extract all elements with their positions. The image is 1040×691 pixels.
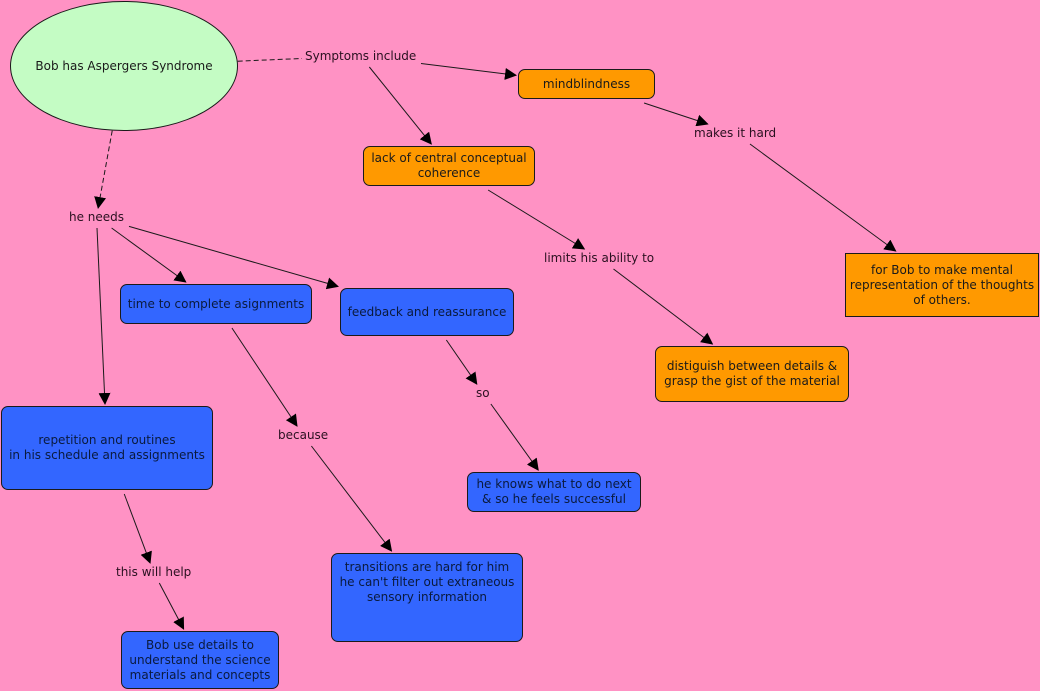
connection-repetition-to-will_help xyxy=(123,493,152,564)
connection-needs-to-time xyxy=(111,227,187,283)
concept-mental-representation[interactable]: for Bob to make mental representation of… xyxy=(845,253,1039,317)
connection-feedback-to-so xyxy=(445,339,478,385)
concept-knows-what-next[interactable]: he knows what to do next & so he feels s… xyxy=(467,472,641,512)
connection-root-to-symptoms xyxy=(237,57,303,62)
connection-makes_hard-to-mental_rep xyxy=(749,143,897,252)
concept-lack-of-coherence[interactable]: lack of central conceptual coherence xyxy=(363,146,535,186)
link-he-needs[interactable]: he needs xyxy=(68,210,126,224)
concept-time-to-complete[interactable]: time to complete asignments xyxy=(120,284,312,324)
connection-symptoms-to-coherence xyxy=(368,66,432,145)
concept-feedback[interactable]: feedback and reassurance xyxy=(340,288,514,336)
link-limits-ability[interactable]: limits his ability to xyxy=(543,251,656,265)
concept-repetition-routines[interactable]: repetition and routines in his schedule … xyxy=(1,406,213,490)
connection-needs-to-feedback xyxy=(128,225,339,290)
concept-transitions-hard[interactable]: transitions are hard for him he can't fi… xyxy=(331,553,523,642)
connection-because-to-transitions xyxy=(310,445,393,552)
link-symptoms-include[interactable]: Symptoms include xyxy=(304,49,418,63)
connection-root-to-needs xyxy=(94,130,113,209)
connection-so-to-knows_next xyxy=(490,403,539,471)
connection-time-to-because xyxy=(231,327,298,427)
connection-needs-to-repetition xyxy=(96,227,111,405)
concept-use-details[interactable]: Bob use details to understand the scienc… xyxy=(121,631,279,689)
connection-symptoms-to-mindblindness xyxy=(420,62,517,80)
link-because[interactable]: because xyxy=(277,428,330,442)
concept-mindblindness[interactable]: mindblindness xyxy=(518,69,655,99)
connection-coherence-to-limits xyxy=(487,189,586,250)
concept-root[interactable]: Bob has Aspergers Syndrome xyxy=(10,1,238,131)
connection-mindblindness-to-makes_hard xyxy=(643,102,709,127)
connection-will_help-to-use_details xyxy=(158,582,185,630)
connection-limits-to-distinguish xyxy=(613,268,714,345)
concept-distinguish-details[interactable]: distiguish between details & grasp the g… xyxy=(655,346,849,402)
link-this-will-help[interactable]: this will help xyxy=(115,565,193,579)
link-so[interactable]: so xyxy=(475,386,491,400)
link-makes-it-hard[interactable]: makes it hard xyxy=(693,126,778,140)
